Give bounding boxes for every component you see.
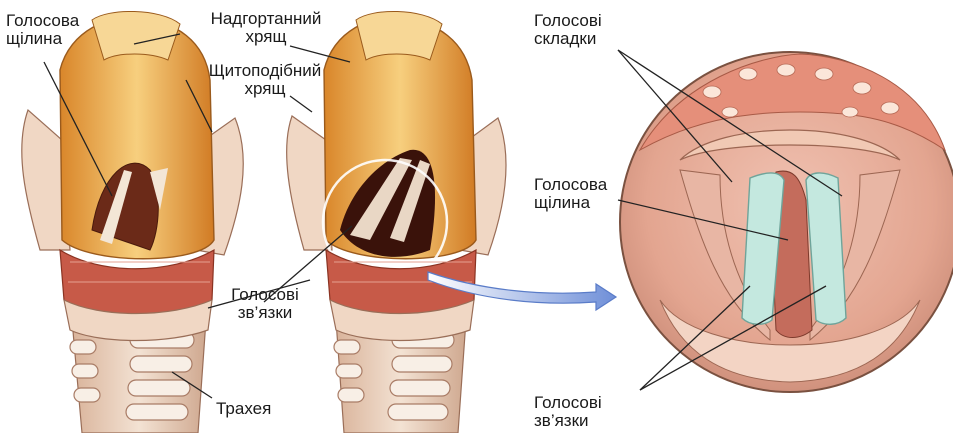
label-cords-right-line1: Голосові [534,394,602,412]
label-cords-middle-line2: зв’язки [210,304,320,322]
glottis-view [620,52,953,392]
label-glottis-left-line2: щілина [6,30,79,48]
label-folds-right-line1: Голосові [534,12,602,30]
label-epiglottis-line2: хрящ [186,28,346,46]
label-thyroid: Щитоподібний хрящ [190,62,340,98]
label-cords-middle-line1: Голосові [210,286,320,304]
label-glottis-right: Голосова щілина [534,176,607,212]
label-epiglottis-line1: Надгортанний [186,10,346,28]
label-cords-middle: Голосові зв’язки [210,286,320,322]
label-thyroid-line1: Щитоподібний [190,62,340,80]
label-glottis-right-line2: щілина [534,194,607,212]
label-glottis-left-line1: Голосова [6,12,79,30]
label-thyroid-line2: хрящ [190,80,340,98]
label-glottis-left: Голосова щілина [6,12,79,48]
label-cords-right: Голосові зв’язки [534,394,602,430]
label-folds-right-line2: складки [534,30,602,48]
label-cords-right-line2: зв’язки [534,412,602,430]
label-glottis-right-line1: Голосова [534,176,607,194]
label-epiglottis: Надгортанний хрящ [186,10,346,46]
label-trachea: Трахея [216,400,271,418]
label-folds-right: Голосові складки [534,12,602,48]
